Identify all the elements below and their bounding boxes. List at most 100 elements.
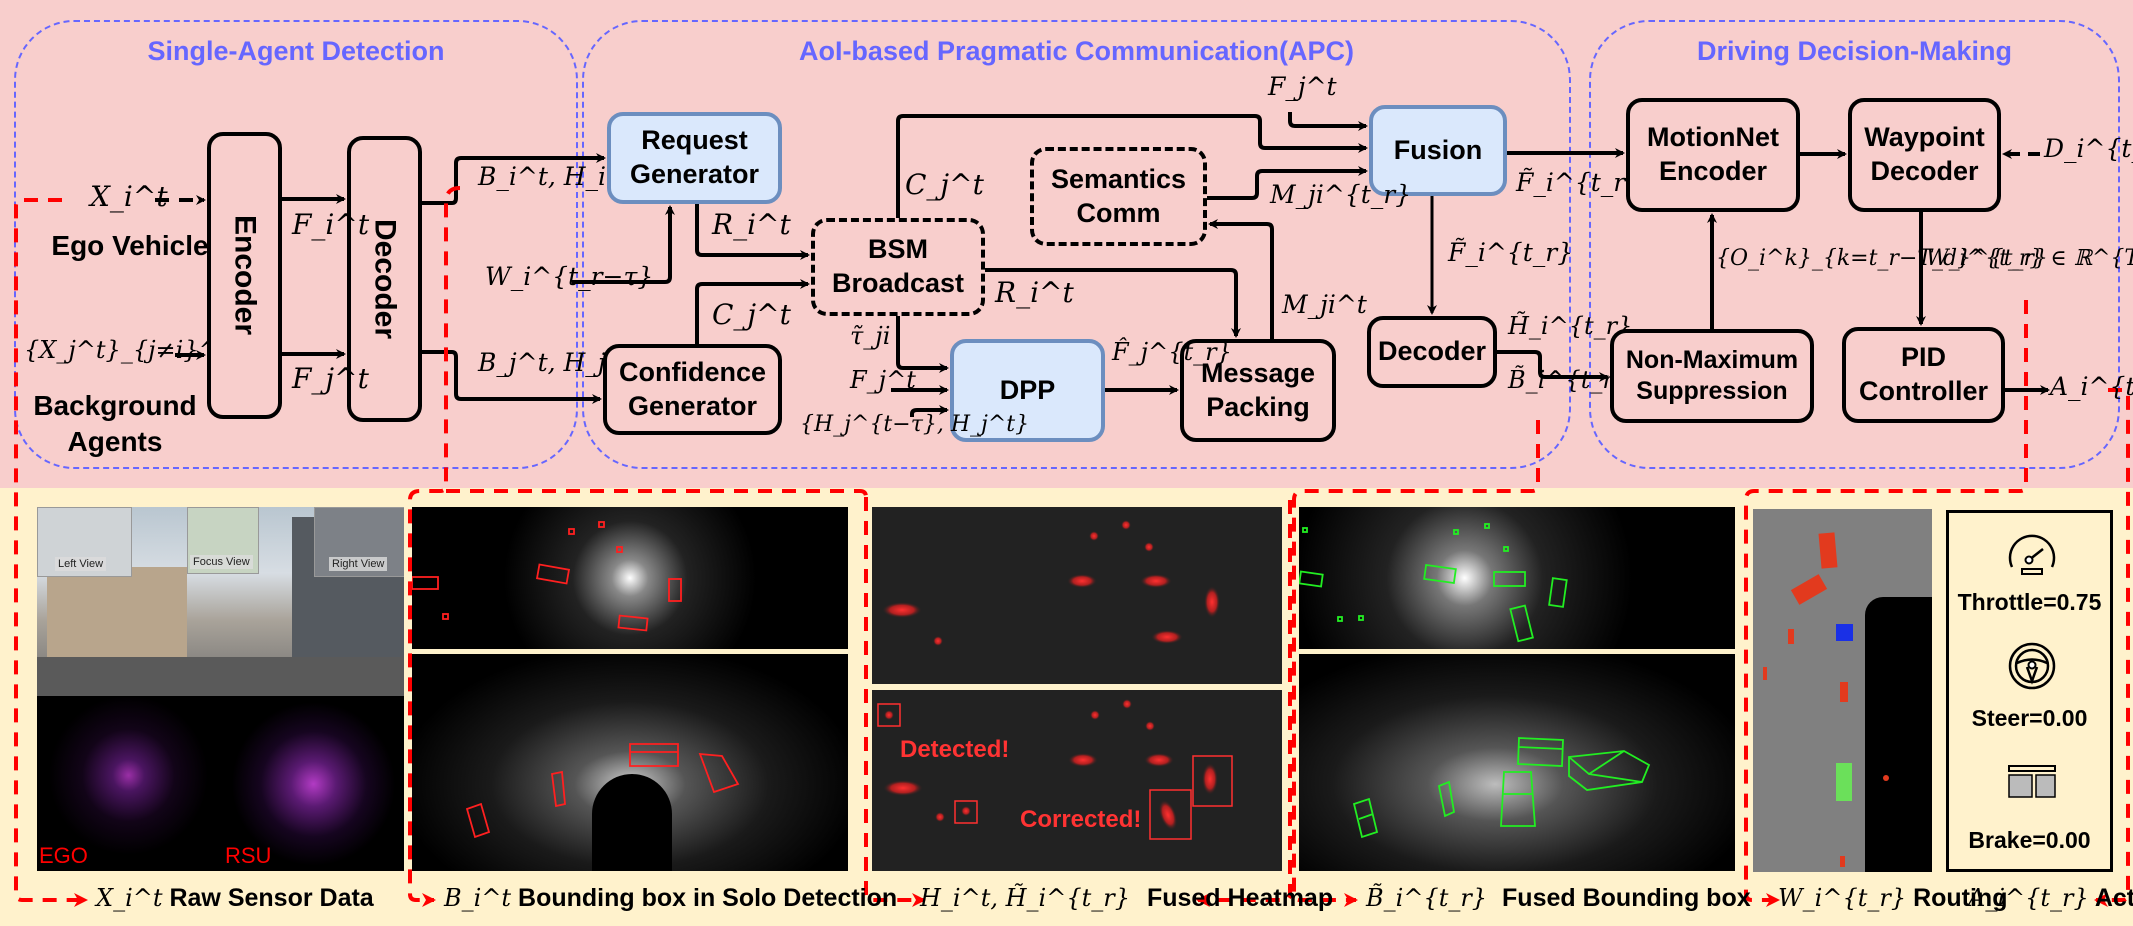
road <box>37 657 404 696</box>
fused-3d-bbox <box>1517 737 1564 767</box>
request-label-2: R_i^t <box>995 276 1074 309</box>
motionnet-encoder-box: MotionNet Encoder <box>1626 98 1800 212</box>
arrow-request-to-bsm <box>695 204 810 260</box>
waypoint-decoder-box: Waypoint Decoder <box>1848 98 2001 212</box>
heat-blob <box>1145 721 1155 731</box>
ego-vehicle-green <box>1836 763 1852 801</box>
heatmap-caption: H_i^t, H̃_i^{t_r} Fused Heatmap <box>920 884 1333 913</box>
vehicle-red <box>1840 682 1848 702</box>
arrow-decoder-to-nms <box>1497 350 1609 382</box>
raw-sensor-caption: X_i^t Raw Sensor Data <box>96 884 374 913</box>
fused-bbox <box>1299 570 1324 588</box>
solo-bbox <box>598 521 605 528</box>
speedometer-icon <box>2008 534 2056 575</box>
fused-bbox-bev-panel <box>1299 507 1735 649</box>
heat-blob <box>1144 542 1154 552</box>
rsu-label: RSU <box>225 843 272 868</box>
message-label: M_ji^t <box>1282 290 1367 319</box>
heat-blob <box>1204 586 1220 618</box>
vehicle-red <box>1763 667 1767 680</box>
arrow-bsm-to-message <box>985 268 1241 338</box>
ego-lidar-image: EGO <box>37 697 220 871</box>
heat-blob <box>935 812 945 822</box>
ego-vehicle-label: Ego Vehicle <box>51 230 209 261</box>
throttle-value: Throttle=0.75 <box>1957 589 2102 615</box>
occupancy-label: {O_i^k}_{k=t_r−T_d}^{t_r} <box>1716 246 2048 271</box>
message-packing-box: Message Packing <box>1180 339 1336 442</box>
tau-label: τ̃_ji <box>850 322 891 350</box>
routing-map-panel <box>1753 509 1932 872</box>
solo-bbox <box>535 563 571 585</box>
solo-bbox <box>568 528 575 535</box>
region-driving-decision <box>1589 20 2120 469</box>
vehicle-red <box>1788 629 1794 644</box>
fused-bbox <box>1484 523 1490 529</box>
fused-bbox <box>1509 604 1534 643</box>
building-left <box>47 567 187 657</box>
solo-3d-boxes <box>465 743 740 839</box>
action-caption-math: A_i^{t_r} <box>1968 884 2089 912</box>
fused-feature-down-label: F̃_i^{t_r} <box>1448 238 1574 267</box>
solo-bev-boxes <box>412 521 682 632</box>
fused-3d-boxes <box>1352 737 1651 839</box>
heat-blob <box>961 806 971 816</box>
fused-bbox <box>1453 529 1459 535</box>
fused-3d-bbox <box>1500 771 1536 827</box>
fused-bbox-3d-panel <box>1299 654 1735 871</box>
region-single-agent-detection <box>14 20 578 469</box>
red-link-routing <box>1744 300 2028 907</box>
solo-bbox <box>412 576 439 590</box>
solo-bbox <box>617 614 649 632</box>
raw-sensor-caption-text: Raw Sensor Data <box>169 884 374 912</box>
brake-pedal-icon <box>2008 765 2056 798</box>
red-link-heatmap-left <box>864 497 926 907</box>
bsm-broadcast-box: BSM Broadcast <box>811 218 985 316</box>
focus-view-label: Focus View <box>190 555 253 569</box>
fused-bbox <box>1337 616 1343 622</box>
heatmap-caption-math: H_i^t, H̃_i^{t_r} <box>920 884 1130 912</box>
road-block <box>1865 597 1932 872</box>
waypoints-label: W_i^{t_r} ∈ ℝ^{T_f×2} <box>1926 246 2133 271</box>
arrow-confidence-to-bsm <box>695 279 810 344</box>
fused-heatmap <box>877 699 1233 840</box>
red-link-solo-top <box>446 489 868 500</box>
encoder-box: Encoder <box>207 132 282 419</box>
solo-detection-caption: B_i^t Bounding box in Solo Detection <box>444 884 897 913</box>
action-label: A_i^{t_r} <box>2050 372 2133 401</box>
semantics-comm-box: Semantics Comm <box>1030 147 1207 246</box>
region-title-apc: AoI-based Pragmatic Communication(APC) <box>798 36 1355 66</box>
fused-feature-label: F̃_i^{t_r} <box>1516 168 1642 197</box>
solo-bbox <box>616 546 623 553</box>
steer-value: Steer=0.00 <box>1971 705 2088 731</box>
corrected-box <box>1149 789 1192 840</box>
region-title-single-agent: Single-Agent Detection <box>147 36 445 66</box>
left-view-label: Left View <box>55 557 107 571</box>
vehicle-red <box>1840 856 1845 867</box>
heat-blob <box>1090 710 1100 720</box>
heat-blob <box>1202 763 1218 795</box>
solo-bbox <box>668 578 682 602</box>
action-panel: Throttle=0.75 Steer=0.00 Brake=0.00 <box>1946 510 2113 872</box>
fused-bbox <box>1358 615 1364 621</box>
dpp-box: DPP <box>950 339 1105 442</box>
heatmap-caption-text: Fused Heatmap <box>1146 884 1334 912</box>
steering-wheel-icon <box>2008 642 2056 690</box>
heat-blob <box>933 636 943 646</box>
fusion-feature-j-label: F_j^t <box>1268 72 1337 101</box>
decoder-box: Decoder <box>347 136 422 422</box>
heat-blob <box>1151 630 1183 644</box>
arrow-semantics-to-fusion <box>1207 166 1368 200</box>
heatmap-fused-panel: Detected! Corrected! <box>872 690 1282 871</box>
heat-blob <box>883 780 923 796</box>
fused-bbox-caption: B̃_i^{t_r} Fused Bounding box <box>1366 884 1751 913</box>
vehicle-red <box>1818 532 1838 569</box>
fused-bbox <box>1302 527 1308 533</box>
solo-detection-caption-math: B_i^t <box>444 884 512 912</box>
heat-blob <box>882 602 922 618</box>
confidence-label: C_j^t <box>712 298 791 331</box>
fused-bbox <box>1548 577 1568 608</box>
ego-shadow <box>592 774 672 871</box>
solo-3d-bbox <box>551 770 566 808</box>
dpp-output-label: F̂_j^{t_r} <box>1112 338 1232 366</box>
detected-box <box>877 703 901 727</box>
